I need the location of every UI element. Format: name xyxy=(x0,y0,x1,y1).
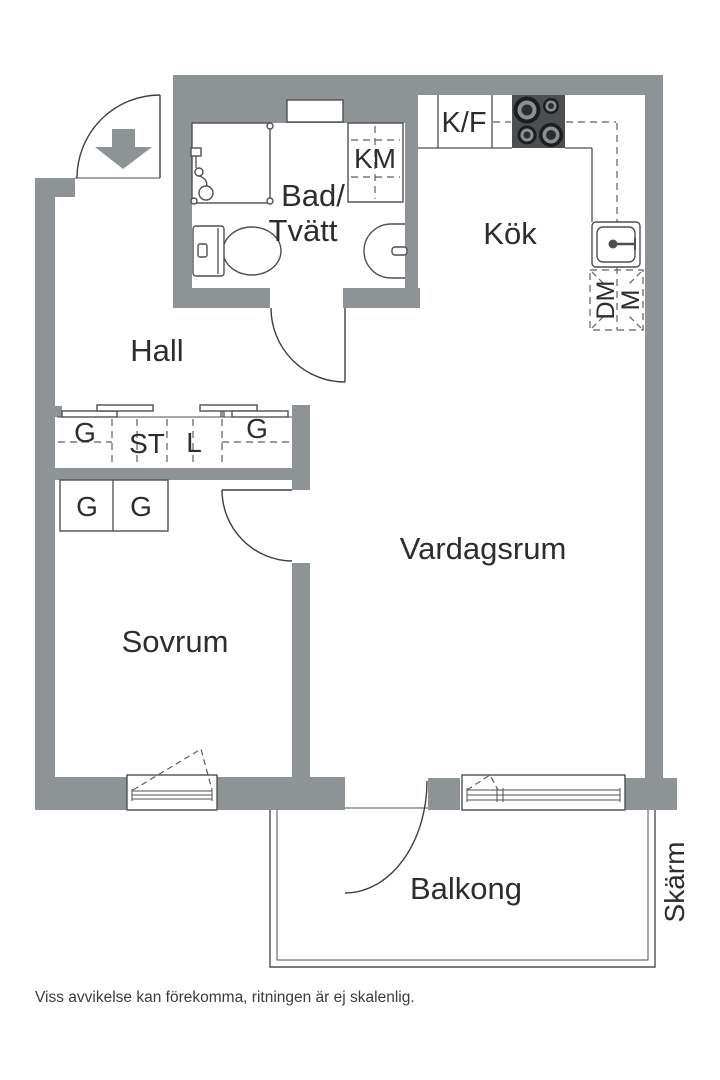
bathroom-door-arc xyxy=(270,307,346,383)
sliding-panel xyxy=(96,404,154,412)
wall-entry-stub xyxy=(55,178,75,197)
shower-enclosure xyxy=(191,122,271,204)
closet-label: L xyxy=(186,427,202,458)
disclaimer-text: Viss avvikelse kan förekomma, ritningen … xyxy=(35,989,415,1006)
balcony-outline-outer xyxy=(269,810,656,968)
wall-closet-pillar xyxy=(292,405,310,490)
bedroom-closet-box xyxy=(59,479,169,532)
appliance-label-kf: K/F xyxy=(441,107,486,139)
wall-bathroom-bottom-right xyxy=(343,288,420,308)
room-label-kitchen: Kök xyxy=(483,216,537,251)
shower-corner-dot xyxy=(266,197,274,205)
appliance-label-dm: DM xyxy=(592,281,620,320)
sliding-panel xyxy=(199,404,258,412)
room-label-screen: Skärm xyxy=(659,842,690,923)
burner xyxy=(513,96,541,124)
closet-label: G xyxy=(76,491,98,522)
wall-left xyxy=(35,178,55,810)
room-labels: Hall Bad/ Tvätt Kök Vardagsrum Sovrum Ba… xyxy=(122,107,690,922)
closet-label: G xyxy=(130,491,152,522)
wall-closet-bottom xyxy=(55,468,292,480)
wall-bathroom-bottom-left xyxy=(173,288,270,308)
burner xyxy=(517,125,537,145)
wall-balcony-pier xyxy=(428,778,460,810)
wall-top xyxy=(173,75,663,95)
burner xyxy=(543,98,559,114)
balcony-door-arc xyxy=(344,780,428,894)
sliding-panel xyxy=(61,410,118,418)
room-label-living: Vardagsrum xyxy=(400,531,567,566)
washbasin-icon xyxy=(363,223,408,279)
window-frame xyxy=(461,774,626,811)
appliance-label-m: M xyxy=(617,290,645,311)
room-label-hall: Hall xyxy=(130,333,183,368)
bedroom-window xyxy=(126,748,218,811)
bedroom-door-arc xyxy=(221,489,293,562)
bedroom-closets: G G xyxy=(59,479,169,532)
balcony xyxy=(269,780,656,968)
bedroom-door xyxy=(221,489,293,562)
hall-closets: G ST L G xyxy=(57,404,292,467)
burner xyxy=(539,123,563,147)
bathroom-cabinet xyxy=(286,99,344,123)
closet-label: ST xyxy=(129,428,165,459)
sliding-panel xyxy=(231,410,289,418)
entrance xyxy=(75,94,161,179)
wall-right xyxy=(645,75,663,778)
entrance-arrow-icon xyxy=(95,129,152,169)
dishwasher-micro-box xyxy=(589,269,644,331)
wall-bottom-right-corner xyxy=(625,778,677,810)
stove-icon xyxy=(512,95,565,148)
living-room-window xyxy=(461,774,626,811)
shower-corner-dot xyxy=(190,197,198,205)
window-frame xyxy=(126,774,218,811)
appliance-label-km: KM xyxy=(354,143,396,174)
wall-bathroom-right xyxy=(405,95,418,308)
wall-rail-stub-left xyxy=(55,406,62,417)
balcony-outline-inner xyxy=(276,810,649,961)
room-label-bath-2: Tvätt xyxy=(269,213,338,248)
entry-door-arc xyxy=(76,94,161,179)
room-label-balcony: Balkong xyxy=(410,871,522,906)
bathroom xyxy=(190,99,408,383)
wall-bedroom-right xyxy=(292,563,310,777)
shower-icon xyxy=(190,147,214,201)
kitchen-sink-icon xyxy=(591,221,641,268)
toilet-icon xyxy=(192,225,282,277)
wall-bathroom-left xyxy=(173,95,192,308)
closet-label: G xyxy=(246,413,268,444)
kitchen xyxy=(418,95,644,331)
room-label-bedroom: Sovrum xyxy=(122,624,229,659)
closet-label: G xyxy=(74,417,96,448)
room-label-bath-1: Bad/ xyxy=(281,178,345,213)
shower-corner-dot xyxy=(266,122,274,130)
washing-machine-box xyxy=(347,122,404,203)
